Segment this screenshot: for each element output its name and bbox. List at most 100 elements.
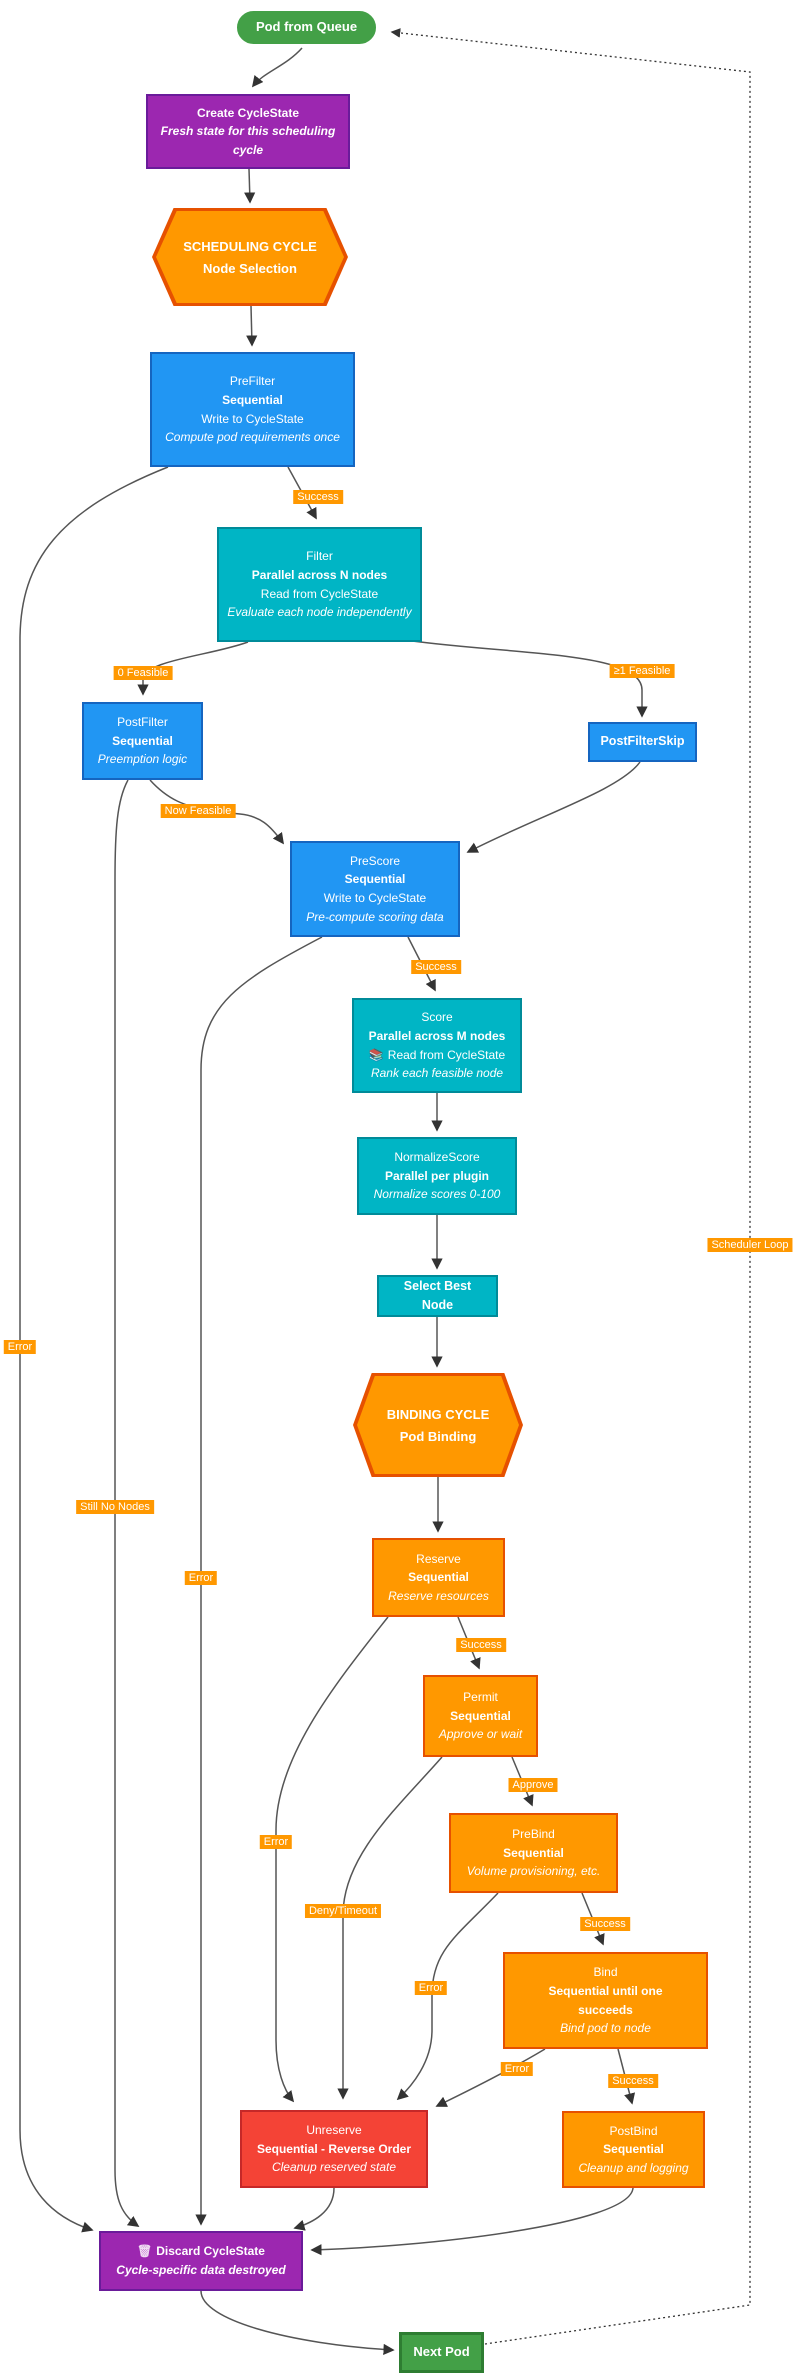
node-title-text: Discard CycleState	[156, 2244, 265, 2259]
node-mode: Parallel across N nodes	[251, 567, 388, 582]
node-note: Normalize scores 0-100	[373, 1187, 501, 1202]
node-prefilter: PreFilter Sequential Write to CycleState…	[150, 352, 355, 467]
node-score: Score Parallel across M nodes 📚Read from…	[352, 998, 522, 1093]
node-line: 📚Read from CycleState	[362, 1046, 512, 1065]
node-title: SCHEDULING CYCLE	[183, 238, 317, 254]
edge-pod-to-create	[251, 47, 303, 88]
node-select-best-node: Select Best Node	[377, 1275, 498, 1317]
node-mode: Sequential	[112, 733, 173, 748]
node-prescore: PreScore Sequential Write to CycleState …	[290, 841, 460, 937]
node-postbind: PostBind Sequential Cleanup and logging	[562, 2111, 705, 2188]
node-note: Bind pod to node	[560, 2021, 651, 2036]
node-mode: Sequential	[222, 392, 283, 407]
node-note: Evaluate each node independently	[227, 605, 412, 620]
edge-postfilter-to-discard	[114, 779, 140, 2227]
node-bind: Bind Sequential until one succeeds Bind …	[503, 1952, 708, 2049]
node-title: PreScore	[349, 853, 401, 868]
node-mode: Sequential	[344, 872, 406, 887]
node-title: Bind	[593, 1965, 618, 1980]
edge-filter-to-postfilterskip	[411, 640, 648, 718]
edge-label-approve: Approve	[508, 1778, 558, 1792]
edge-label-still-no-nodes: Still No Nodes	[76, 1500, 154, 1514]
edge-label-error-bind: Error	[500, 2062, 534, 2076]
node-note: Fresh state for this scheduling cycle	[160, 124, 336, 157]
edge-prefilter-error-to-discard	[19, 466, 169, 2233]
edge-discard-to-nextpod	[200, 2290, 395, 2356]
edge-label-scheduler-loop: Scheduler Loop	[707, 1238, 793, 1252]
node-note: Volume provisioning, etc.	[466, 1864, 601, 1879]
node-unreserve: Unreserve Sequential - Reverse Order Cle…	[240, 2110, 428, 2188]
edge-scheduler-loop	[390, 28, 751, 2345]
edge-schedcycle-to-prefilter	[246, 305, 258, 347]
node-title: BINDING CYCLE	[386, 1406, 490, 1422]
edge-reserve-error-to-unreserve	[275, 1616, 389, 2103]
node-scheduling-cycle: SCHEDULING CYCLE Node Selection	[152, 208, 348, 306]
edge-postfilterskip-to-prescore	[466, 761, 641, 853]
edge-bind-error-to-unreserve	[435, 2048, 546, 2107]
node-title: Permit	[463, 1690, 498, 1705]
node-note: Approve or wait	[438, 1727, 523, 1742]
node-line: Read from CycleState	[260, 586, 379, 601]
edge-label-deny-timeout: Deny/Timeout	[304, 1904, 382, 1918]
node-note: Cleanup reserved state	[271, 2160, 397, 2175]
edge-label-error-prefilter: Error	[3, 1340, 37, 1354]
node-subtitle: Node Selection	[203, 260, 297, 276]
node-label: Select Best Node	[403, 1278, 472, 1312]
node-label: PostFilterSkip	[600, 734, 685, 749]
node-mode: Sequential until one succeeds	[548, 1983, 663, 2017]
node-mode: Sequential	[503, 1845, 564, 1860]
edge-prescore-error-to-discard	[195, 936, 323, 2226]
node-title: PostFilter	[117, 715, 168, 730]
node-postfilter: PostFilter Sequential Preemption logic	[82, 702, 203, 780]
node-title: Filter	[306, 549, 333, 564]
node-title: Unreserve	[306, 2123, 362, 2138]
node-pod-from-queue: Pod from Queue	[234, 8, 379, 47]
node-title: Score	[421, 1010, 453, 1025]
node-discard-cyclestate: 🗑Discard CycleState Cycle-specific data …	[99, 2231, 303, 2291]
edge-label-error-prescore: Error	[184, 1571, 218, 1585]
node-normalizescore: NormalizeScore Parallel per plugin Norma…	[357, 1137, 517, 1215]
edge-label-error-reserve: Error	[259, 1835, 293, 1849]
books-icon: 📚	[368, 1047, 384, 1062]
node-label: Pod from Queue	[255, 19, 358, 35]
edge-label-success-bind: Success	[608, 2074, 658, 2088]
node-reserve: Reserve Sequential Reserve resources	[372, 1538, 505, 1617]
node-prebind: PreBind Sequential Volume provisioning, …	[449, 1813, 618, 1893]
node-title: Reserve	[416, 1551, 461, 1566]
node-create-cyclestate: Create CycleState Fresh state for this s…	[146, 94, 350, 169]
node-line-text: Read from CycleState	[387, 1047, 506, 1062]
node-note: Reserve resources	[388, 1588, 489, 1603]
hexagon-fill	[156, 211, 344, 303]
edge-label-success-reserve: Success	[456, 1638, 506, 1652]
node-filter: Filter Parallel across N nodes Read from…	[217, 527, 422, 642]
node-title: Create CycleState	[196, 105, 300, 120]
node-title: PostBind	[609, 2123, 658, 2138]
node-title: NormalizeScore	[394, 1150, 480, 1165]
node-mode: Sequential - Reverse Order	[256, 2141, 412, 2156]
node-mode: Parallel per plugin	[384, 1168, 490, 1183]
node-title: PreBind	[512, 1827, 555, 1842]
hexagon-fill	[357, 1376, 519, 1474]
node-title: 🗑Discard CycleState	[109, 2242, 293, 2261]
node-line: Write to CycleState	[323, 891, 427, 905]
node-mode: Sequential	[408, 1570, 469, 1585]
edge-label-success-prebind: Success	[580, 1917, 630, 1931]
node-mode: Sequential	[450, 1708, 511, 1723]
edge-label-success-prefilter: Success	[293, 490, 343, 504]
node-line: Write to CycleState	[201, 411, 304, 426]
node-postfilterskip: PostFilterSkip	[588, 722, 697, 762]
node-next-pod: Next Pod	[399, 2332, 484, 2373]
node-note: Compute pod requirements once	[165, 430, 340, 445]
edge-label-success-prescore: Success	[411, 960, 461, 974]
edge-unreserve-to-discard	[293, 2187, 335, 2231]
node-title: PreFilter	[229, 374, 276, 389]
node-mode: Sequential	[603, 2142, 664, 2157]
edge-postbind-to-discard	[310, 2187, 634, 2256]
node-note: Pre-compute scoring data	[306, 909, 444, 924]
edge-label-error-prebind: Error	[414, 1981, 448, 1995]
node-binding-cycle: BINDING CYCLE Pod Binding	[353, 1373, 523, 1477]
edge-prebind-error-to-unreserve	[396, 1892, 499, 2101]
node-label: Next Pod	[413, 2344, 470, 2360]
node-note: Cleanup and logging	[578, 2160, 689, 2175]
